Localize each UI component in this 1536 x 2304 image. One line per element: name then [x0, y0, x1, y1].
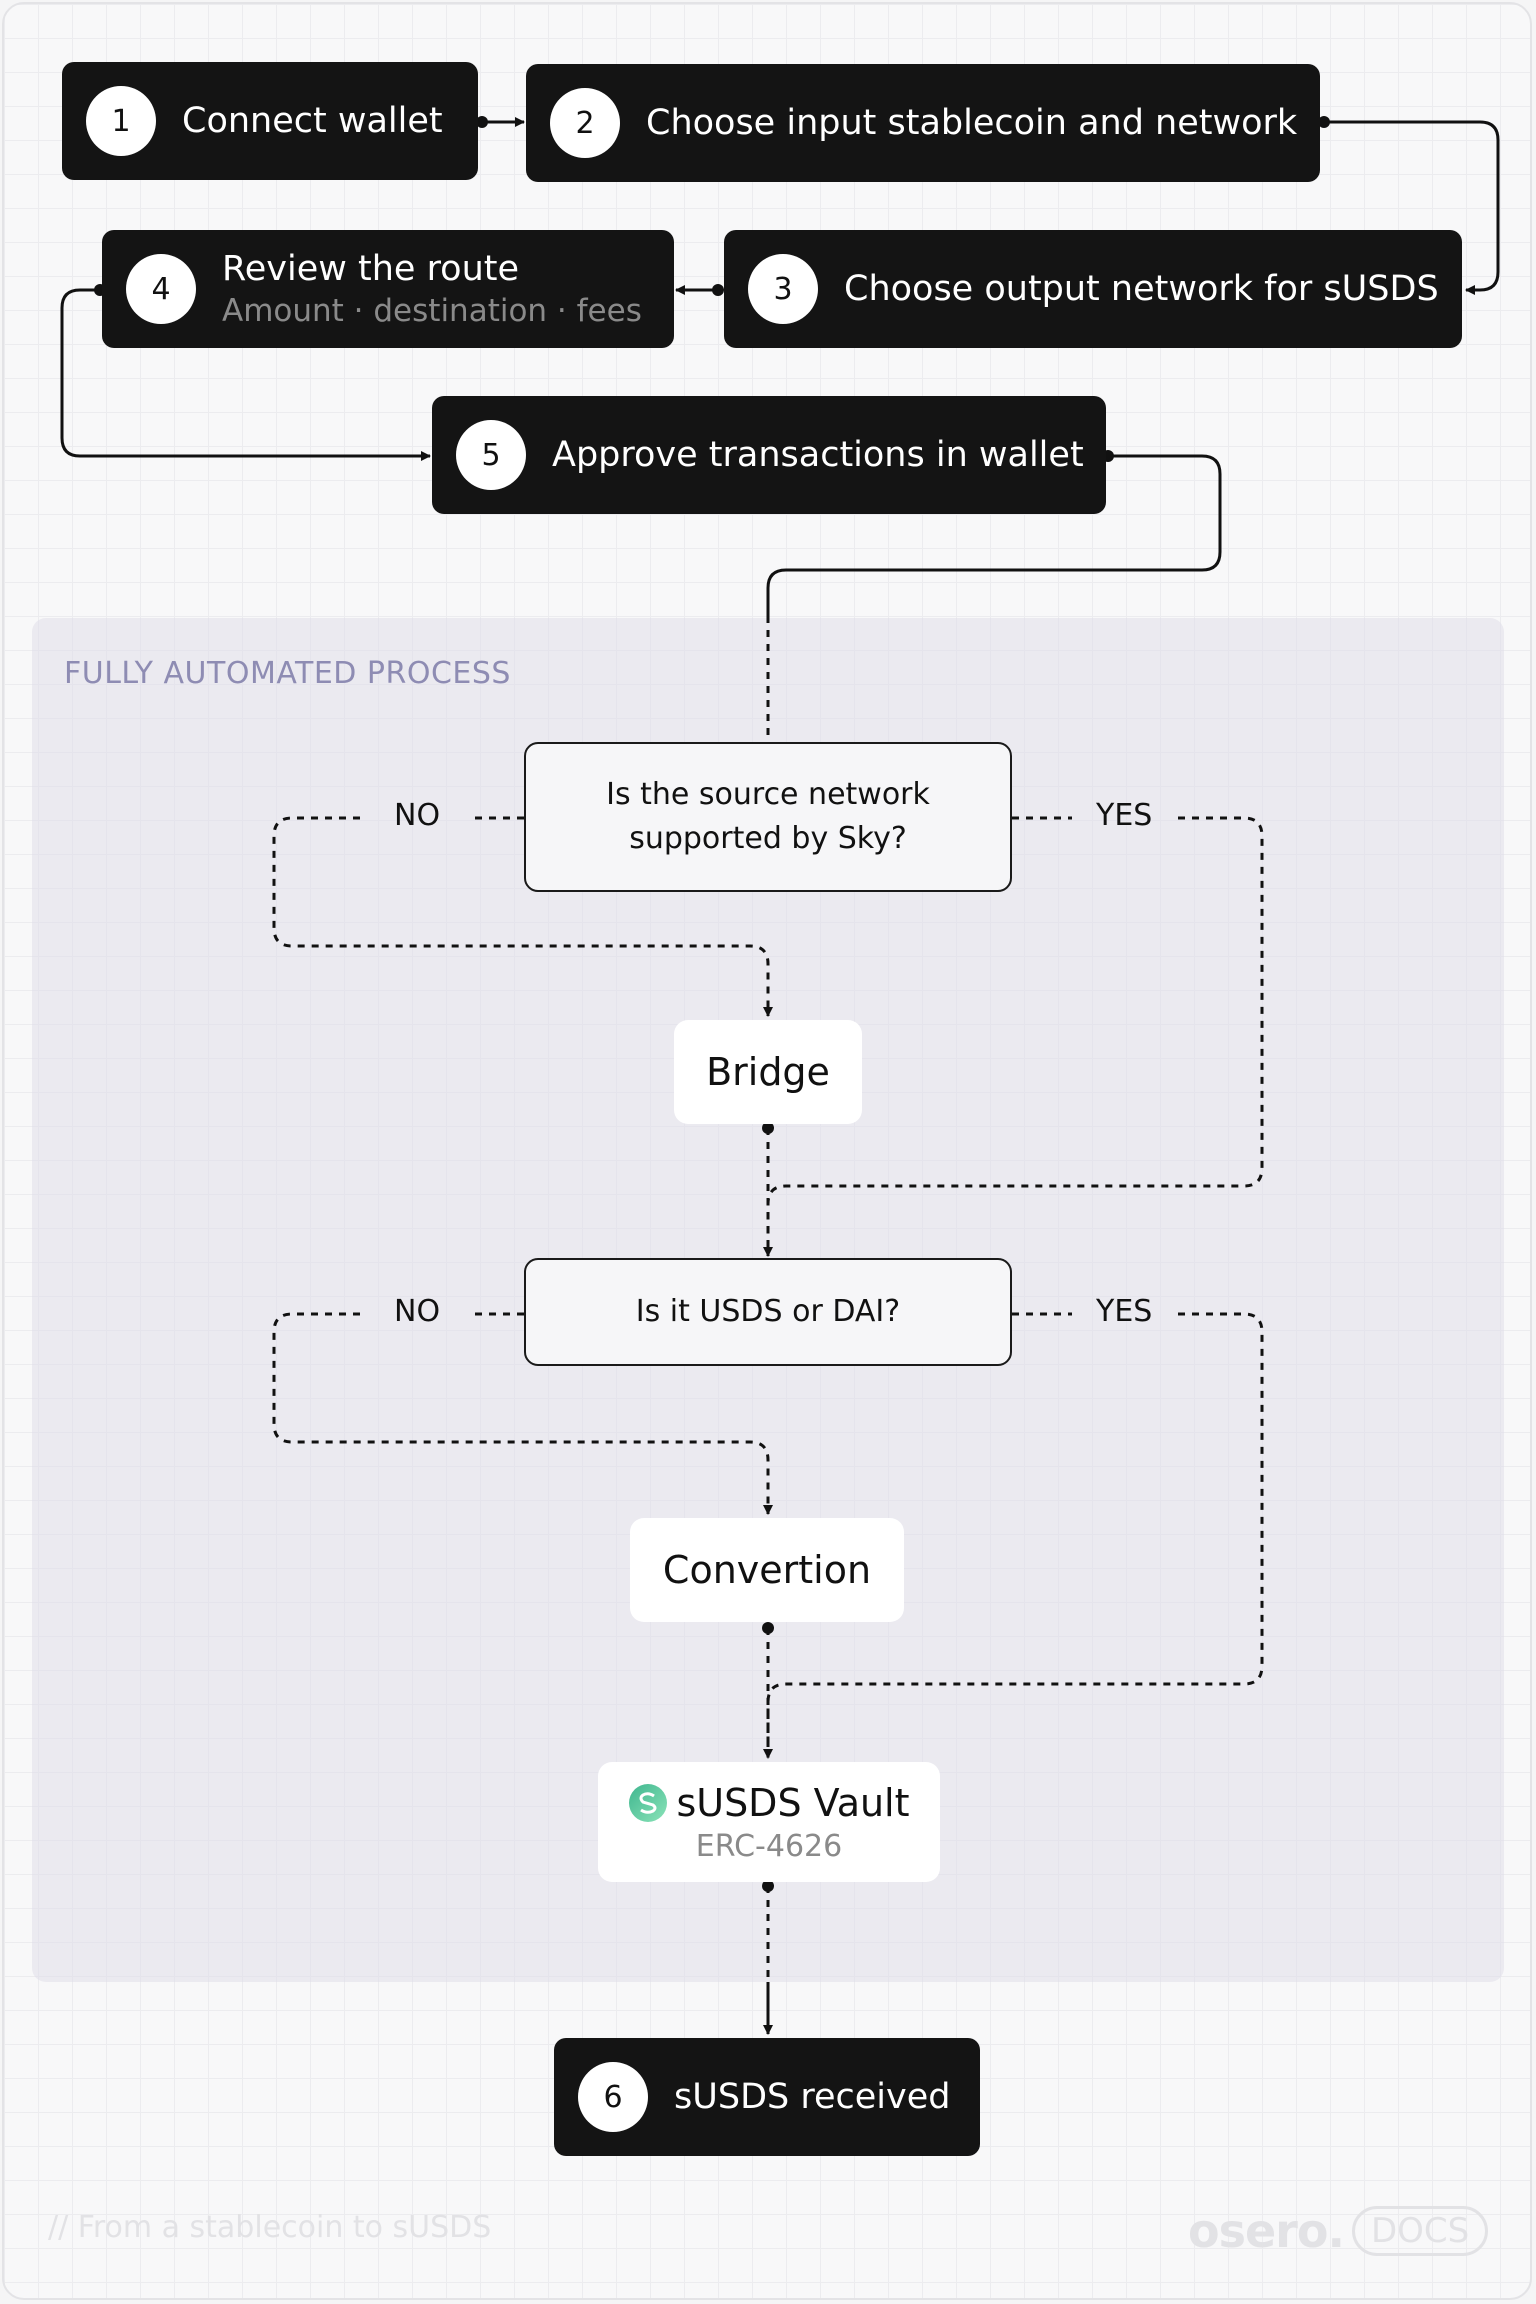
step-title: Approve transactions in wallet [552, 435, 1084, 475]
decision-2-yes-label: YES [1096, 1294, 1153, 1329]
decision-question: Is the source network supported by Sky? [606, 777, 930, 856]
step-title: Choose input stablecoin and network [646, 103, 1298, 143]
step-number: 1 [86, 86, 156, 156]
brand-wordmark: osero. [1188, 2204, 1345, 2258]
automated-process-label: FULLY AUTOMATED PROCESS [64, 656, 511, 691]
step-number: 5 [456, 420, 526, 490]
docs-badge: DOCS [1351, 2206, 1489, 2256]
step-2-choose-input: 2 Choose input stablecoin and network [526, 64, 1320, 182]
step-title: Connect wallet [182, 101, 443, 141]
step-4-review-route: 4 Review the route Amount · destination … [102, 230, 674, 348]
brand-logo: osero. DOCS [1188, 2204, 1489, 2258]
footer-caption: // From a stablecoin to sUSDS [48, 2210, 492, 2245]
step-title: Choose output network for sUSDS [844, 269, 1439, 309]
step-number: 4 [126, 254, 196, 324]
susds-coin-icon [629, 1783, 668, 1822]
step-title: sUSDS received [674, 2077, 951, 2117]
step-subtitle: Amount · destination · fees [222, 293, 642, 329]
decision-1-yes-label: YES [1096, 798, 1153, 833]
decision-source-network-supported: Is the source network supported by Sky? [524, 742, 1012, 892]
step-number: 3 [748, 254, 818, 324]
step-1-connect-wallet: 1 Connect wallet [62, 62, 478, 180]
vault-subtitle: ERC-4626 [695, 1828, 843, 1864]
decision-2-no-label: NO [394, 1294, 441, 1329]
decision-1-no-label: NO [394, 798, 441, 833]
decision-usds-or-dai: Is it USDS or DAI? [524, 1258, 1012, 1366]
step-number: 2 [550, 88, 620, 158]
step-3-choose-output: 3 Choose output network for sUSDS [724, 230, 1462, 348]
susds-vault: sUSDS Vault ERC-4626 [598, 1762, 940, 1882]
step-title: Review the route [222, 249, 520, 289]
vault-title: sUSDS Vault [676, 1780, 910, 1825]
process-conversion: Convertion [630, 1518, 904, 1622]
process-bridge: Bridge [674, 1020, 862, 1124]
step-6-susds-received: 6 sUSDS received [554, 2038, 980, 2156]
step-number: 6 [578, 2062, 648, 2132]
step-5-approve-transactions: 5 Approve transactions in wallet [432, 396, 1106, 514]
decision-question: Is it USDS or DAI? [635, 1294, 901, 1329]
